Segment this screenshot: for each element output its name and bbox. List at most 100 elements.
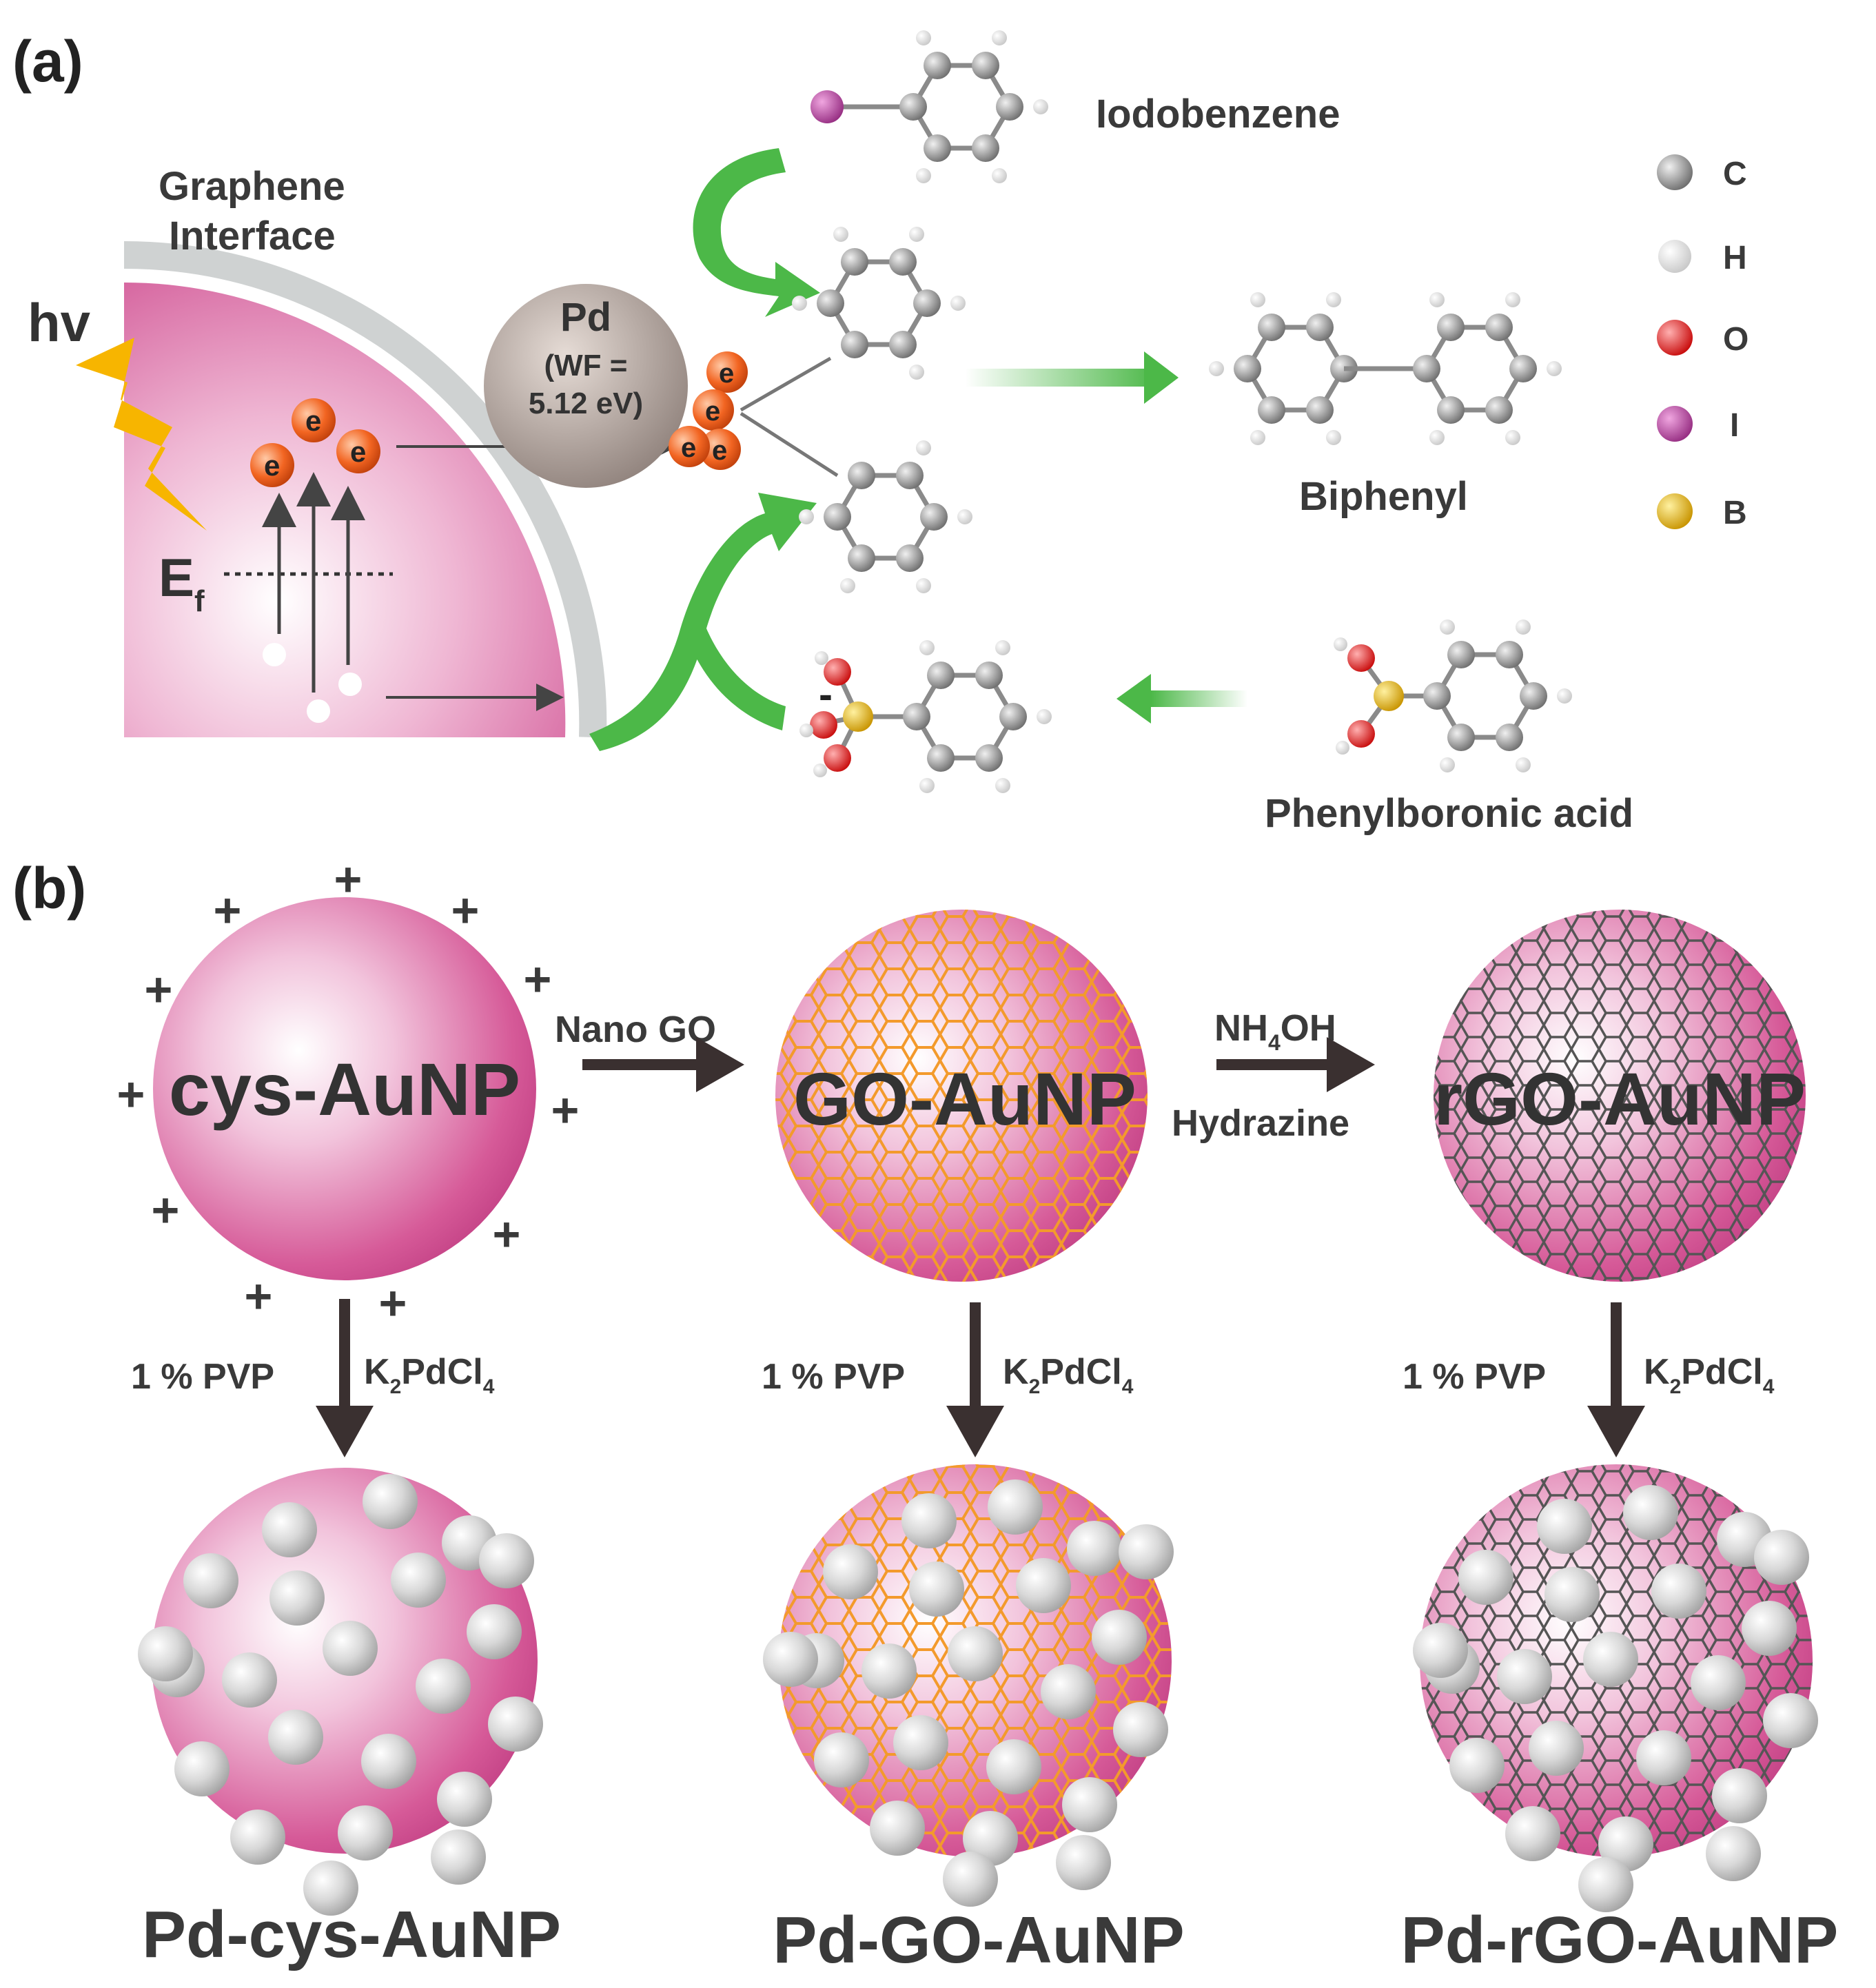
pd-nanoparticle (901, 1493, 957, 1548)
electron-2: e (292, 398, 336, 442)
svg-text:+: + (551, 1083, 580, 1137)
pd-nanoparticle (1505, 1806, 1560, 1861)
pd-nanoparticle (437, 1772, 492, 1827)
rgo-aunp-label: rGO-AuNP (1434, 1057, 1806, 1140)
pd-nanoparticle (763, 1632, 818, 1687)
pd-electron-1 (706, 351, 748, 393)
pd-nanoparticle (1623, 1485, 1678, 1540)
pd-nanoparticle (1092, 1610, 1147, 1665)
graphene-shell (123, 241, 607, 738)
positive-charges: + + + + + + + + + + + (117, 852, 580, 1330)
biphenyl-arrow-shaft (965, 369, 1158, 387)
svg-text:e: e (305, 404, 321, 437)
boronic-arrow-head (1117, 674, 1151, 724)
cys-aunp-sphere (153, 897, 536, 1280)
graphene-label-1: Graphene (159, 164, 345, 209)
pd-nanoparticle (303, 1861, 358, 1916)
pd-nanoparticle (823, 1544, 878, 1599)
legend-swatch-b (1657, 493, 1693, 529)
svg-text:+: + (245, 1269, 273, 1323)
pd-title: Pd (560, 295, 611, 340)
legend-label-o: O (1723, 321, 1748, 358)
phenylboronic-label: Phenylboronic acid (1265, 791, 1633, 836)
pd-nanoparticle (1529, 1721, 1584, 1776)
panel-a-label: (a) (12, 29, 83, 94)
down-step-go: 1 % PVP K2PdCl4 (762, 1302, 1134, 1457)
pd-nanoparticle (1598, 1816, 1653, 1872)
svg-text:e: e (719, 358, 734, 389)
svg-text:+: + (334, 852, 363, 906)
pd-nanoparticle (1062, 1777, 1117, 1832)
phenyl-upper (792, 227, 966, 380)
svg-text:+: + (493, 1207, 521, 1261)
pd-nanoparticle (174, 1741, 230, 1796)
pvp-label-go: 1 % PVP (762, 1357, 905, 1397)
pd-electron-3 (700, 429, 741, 470)
pd-nanoparticle (222, 1652, 277, 1708)
pd-nanoparticle (1691, 1655, 1746, 1710)
pd-nanoparticle (1016, 1558, 1071, 1613)
nano-go-arrow-head (696, 1037, 744, 1092)
iodobenzene-molecule (810, 30, 1048, 183)
pd-nanoparticle (1119, 1524, 1174, 1579)
biphenyl-molecule (1209, 292, 1562, 445)
iodobenzene-label: Iodobenzene (1096, 92, 1340, 136)
pvp-label-cys: 1 % PVP (131, 1357, 274, 1397)
pd-nanoparticle (1056, 1835, 1111, 1890)
pd-nanoparticles-cys (138, 1474, 543, 1916)
svg-text:+: + (379, 1276, 407, 1330)
pd-nanoparticle (1583, 1632, 1638, 1687)
hv-label: hv (28, 292, 91, 353)
pd-nanoparticle (488, 1697, 543, 1752)
pd-nanoparticle (1041, 1664, 1096, 1719)
pd-nanoparticle (338, 1805, 393, 1861)
pd-nanoparticle (361, 1734, 416, 1789)
go-lattice (775, 910, 1148, 1282)
pd-nanoparticle (1113, 1702, 1168, 1757)
pd-wf-line1: (WF = (544, 349, 628, 382)
electron-1: e (250, 443, 294, 487)
pd-nanoparticle (1413, 1623, 1468, 1678)
hole-2 (307, 699, 330, 723)
pd-nanoparticle (467, 1604, 522, 1659)
svg-text:e: e (350, 435, 366, 468)
legend-label-c: C (1723, 156, 1747, 192)
down-step-cys: 1 % PVP K2PdCl4 (131, 1299, 495, 1457)
pd-nanoparticle (1763, 1693, 1818, 1748)
pvp-label-rgo: 1 % PVP (1403, 1357, 1546, 1397)
pd-nanoparticle (814, 1732, 869, 1787)
pd-nanoparticle (183, 1553, 238, 1608)
k2pdcl4-label-rgo: K2PdCl4 (1644, 1352, 1775, 1398)
pd-nanoparticle (1449, 1738, 1505, 1793)
pd-nanoparticle (269, 1570, 325, 1626)
pd-nanoparticle (416, 1659, 471, 1714)
pd-nanoparticle (230, 1810, 285, 1865)
electron-3: e (336, 429, 380, 473)
phenyl-lower (799, 440, 972, 593)
legend-swatch-o (1657, 320, 1693, 356)
atom-legend: C H O I B (1657, 154, 1748, 531)
legend-label-i: I (1730, 407, 1739, 444)
pd-nanoparticle (893, 1715, 948, 1770)
pd-nanoparticle (363, 1474, 418, 1529)
pd-nanoparticle (943, 1852, 998, 1907)
phenylboronic-molecule (1334, 619, 1572, 772)
pd-nanoparticle (479, 1533, 534, 1588)
pd-cys-aunp-label: Pd-cys-AuNP (142, 1898, 561, 1971)
pd-sphere (484, 284, 688, 488)
pd-go-aunp-label: Pd-GO-AuNP (773, 1903, 1184, 1977)
biphenyl-arrow-head (1144, 351, 1179, 404)
rgo-lattice (1434, 910, 1806, 1282)
pd-electron-2 (693, 389, 734, 431)
pd-nanoparticle (1754, 1530, 1809, 1585)
hole-1 (263, 643, 286, 666)
pd-nanoparticle (262, 1502, 317, 1557)
pd-nanoparticle (988, 1479, 1043, 1535)
green-arrow-top (693, 148, 820, 317)
svg-text:e: e (264, 449, 280, 482)
pd-nanoparticle (1651, 1564, 1706, 1619)
pd-nanoparticle (948, 1626, 1003, 1681)
svg-text:+: + (117, 1067, 145, 1121)
pd-phenyl-bond-1 (740, 356, 832, 412)
